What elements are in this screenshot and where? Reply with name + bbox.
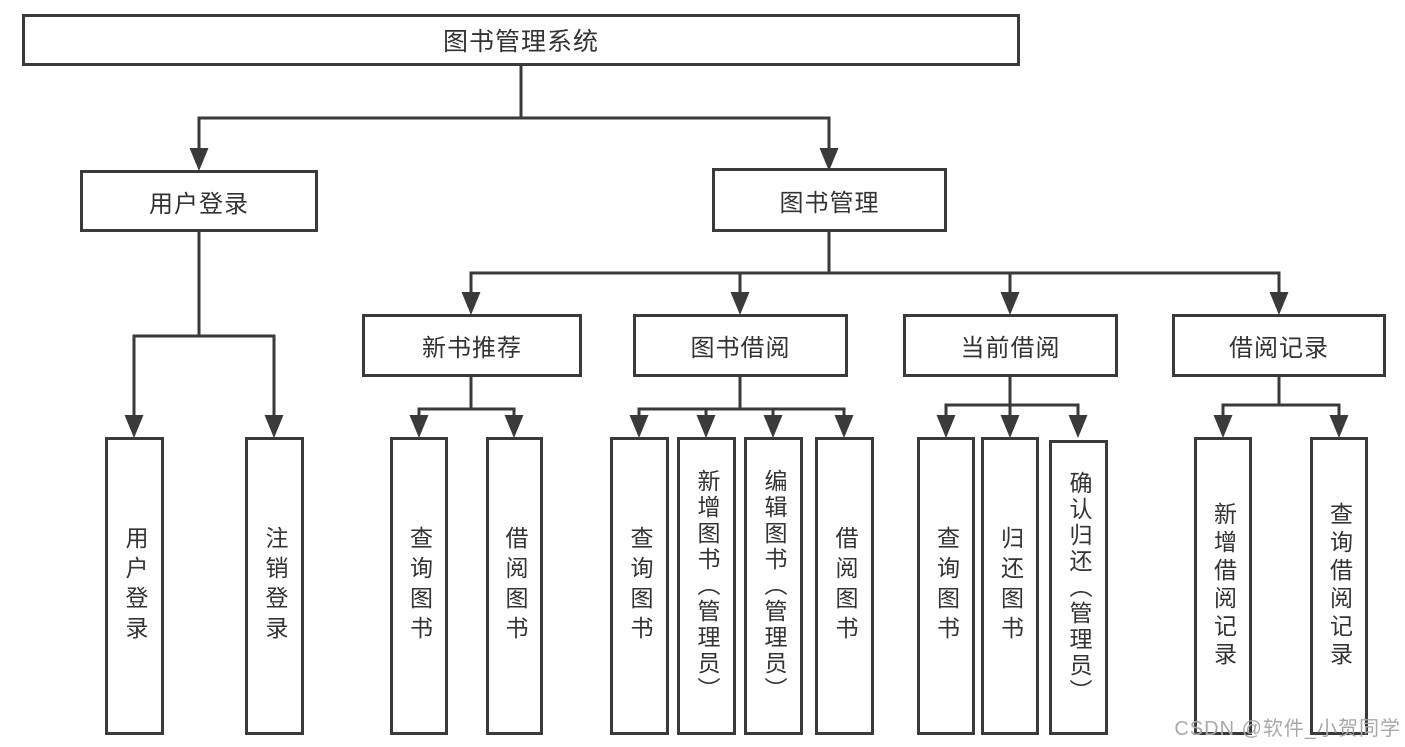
- node-current-borrow: 当前借阅: [903, 314, 1118, 377]
- leaf-edit-book-admin: 编辑图书（管理员）: [744, 437, 803, 735]
- leaf-query-borrow-record: 查询借阅记录: [1310, 437, 1368, 735]
- leaf-borrow-book-1-label: 借阅图书: [502, 526, 528, 646]
- leaf-confirm-return-admin-label: 确认归还（管理员）: [1066, 470, 1092, 705]
- leaf-query-book-3-label: 查询图书: [933, 526, 960, 646]
- leaf-borrow-book-2: 借阅图书: [815, 437, 874, 735]
- leaf-borrow-book-1: 借阅图书: [486, 437, 543, 735]
- leaf-borrow-book-2-label: 借阅图书: [832, 526, 858, 646]
- leaf-query-book-2-label: 查询图书: [627, 526, 653, 646]
- leaf-add-borrow-record: 新增借阅记录: [1194, 437, 1252, 735]
- leaf-logout-label: 注销登录: [262, 526, 288, 646]
- leaf-logout: 注销登录: [245, 437, 304, 735]
- leaf-query-book-1-label: 查询图书: [406, 526, 433, 646]
- node-user-login: 用户登录: [80, 170, 318, 232]
- leaf-confirm-return-admin: 确认归还（管理员）: [1049, 440, 1108, 735]
- leaf-query-book-2: 查询图书: [610, 437, 669, 735]
- leaf-user-login-label: 用户登录: [122, 526, 148, 646]
- node-book-borrow: 图书借阅: [633, 314, 848, 377]
- leaf-query-book-3: 查询图书: [917, 437, 975, 735]
- leaf-query-book-1: 查询图书: [390, 437, 448, 735]
- node-library-management-system: 图书管理系统: [22, 14, 1020, 66]
- node-borrow-record: 借阅记录: [1172, 314, 1386, 377]
- leaf-edit-book-admin-label: 编辑图书（管理员）: [761, 469, 787, 703]
- csdn-watermark: CSDN @软件_小贺同学: [1174, 718, 1401, 740]
- leaf-add-borrow-record-label: 新增借阅记录: [1210, 502, 1237, 670]
- leaf-add-book-admin: 新增图书（管理员）: [677, 437, 736, 735]
- node-book-management: 图书管理: [712, 168, 947, 232]
- node-new-book-recommend: 新书推荐: [362, 314, 582, 377]
- leaf-return-book: 归还图书: [981, 437, 1039, 735]
- leaf-user-login: 用户登录: [105, 437, 164, 735]
- leaf-add-book-admin-label: 新增图书（管理员）: [694, 469, 720, 703]
- leaf-return-book-label: 归还图书: [997, 526, 1024, 646]
- leaf-query-borrow-record-label: 查询借阅记录: [1326, 502, 1353, 670]
